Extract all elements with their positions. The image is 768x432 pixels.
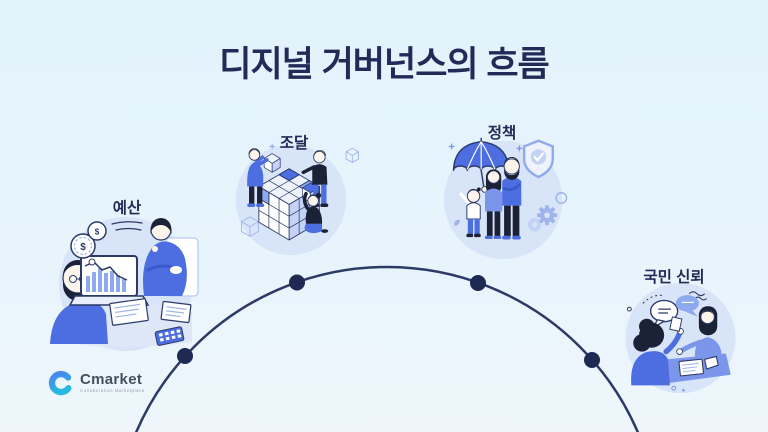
svg-text:$: $ xyxy=(80,242,86,253)
sparkles xyxy=(448,143,523,152)
coin-icons: $ $ xyxy=(70,221,107,259)
woman-figure xyxy=(485,169,503,240)
dot-decor xyxy=(626,306,632,312)
budget-illustration: $ $ xyxy=(50,217,199,351)
flow-dot xyxy=(584,352,600,368)
node-label-trust: 국민 신뢰 xyxy=(643,269,705,286)
flow-dot xyxy=(289,274,305,291)
speech-bubbles xyxy=(649,295,699,329)
node-label-budget: 예산 xyxy=(112,200,142,217)
policy-illustration xyxy=(443,137,568,260)
calculator-icon xyxy=(154,326,185,346)
cmarket-logo-icon xyxy=(48,370,72,396)
person-left xyxy=(631,316,684,386)
logo-tagline: Collaboration Marketplace xyxy=(80,388,145,394)
folded-paper xyxy=(704,355,719,370)
standing-person xyxy=(143,218,199,297)
sparkle xyxy=(269,143,275,150)
leaf xyxy=(454,219,461,226)
node-label-procurement: 조달 xyxy=(279,135,309,152)
worker-left xyxy=(247,148,269,208)
procurement-illustration xyxy=(235,143,359,256)
person-right xyxy=(676,306,723,361)
flow-arc-line xyxy=(134,265,640,432)
man-figure xyxy=(502,156,522,240)
node-label-policy: 정책 xyxy=(487,125,517,142)
logo-name: Cmarket xyxy=(80,370,143,388)
squiggle-decor xyxy=(642,291,707,304)
laptop-icon xyxy=(68,255,150,306)
umbrella-icon xyxy=(452,137,510,193)
documents xyxy=(109,298,192,326)
child-figure xyxy=(459,187,481,238)
table xyxy=(658,353,731,384)
flow-dot xyxy=(470,275,486,291)
flow-dot xyxy=(177,348,193,364)
dot-decor xyxy=(671,385,685,392)
trust-illustration xyxy=(625,283,736,394)
motion-lines xyxy=(111,221,143,231)
shield-check-icon xyxy=(522,139,554,179)
wireframe-cube-icon xyxy=(241,147,359,237)
gear-icons xyxy=(527,192,568,232)
chart-bars xyxy=(86,268,126,292)
page-title: 디지널 거버넌스의 흐름 xyxy=(219,45,549,84)
logo: Cmarket Collaboration Marketplace xyxy=(48,370,145,396)
worker-kneeling xyxy=(302,191,329,234)
svg-text:$: $ xyxy=(95,228,100,237)
